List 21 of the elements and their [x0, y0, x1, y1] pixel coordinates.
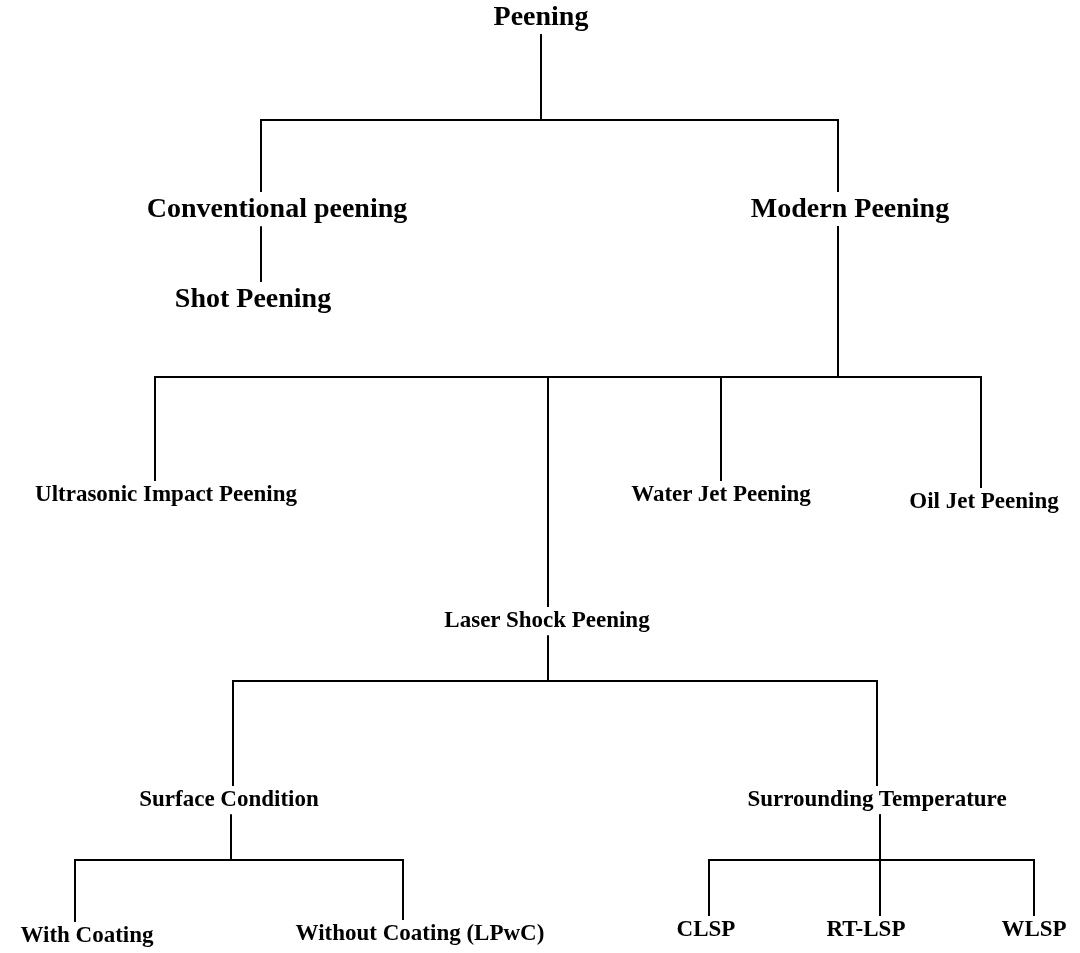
node-label: RT-LSP: [826, 916, 906, 943]
node-label: Laser Shock Peening: [444, 607, 650, 634]
node-label: Conventional peening: [146, 192, 408, 225]
node-label: WLSP: [1001, 916, 1067, 943]
node-label: Shot Peening: [174, 282, 332, 315]
node-label: Without Coating (LPwC): [295, 920, 545, 947]
connector-line: [879, 813, 1035, 917]
node-label: CLSP: [676, 916, 736, 943]
node-label: Surrounding Temperature: [747, 786, 1007, 813]
node-label: Modern Peening: [750, 192, 950, 225]
connector-line: [540, 33, 839, 193]
node-label: Peening: [493, 0, 589, 33]
node-label: Water Jet Peening: [631, 481, 811, 508]
connector-line: [230, 813, 404, 921]
node-label: With Coating: [20, 922, 154, 949]
node-label: Ultrasonic Impact Peening: [35, 481, 297, 508]
connector-line: [260, 225, 262, 283]
node-label: Oil Jet Peening: [909, 488, 1059, 515]
connector-line: [837, 225, 982, 489]
node-label: Surface Condition: [139, 786, 319, 813]
connector-line: [547, 634, 878, 787]
